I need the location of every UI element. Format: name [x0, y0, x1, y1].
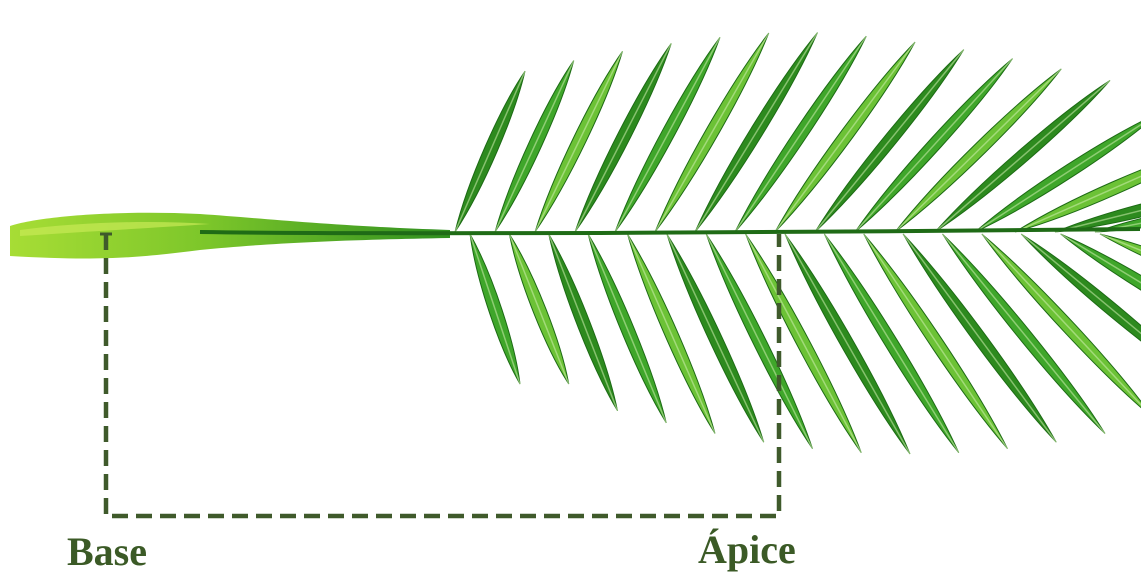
lower-leaflet-midrib: [667, 234, 764, 442]
lower-leaflet-midrib: [470, 234, 520, 384]
bracket-line: [106, 234, 779, 516]
lower-leaflet-midrib: [588, 234, 666, 423]
dashed-bracket: [100, 234, 779, 516]
leaflets: [455, 33, 1141, 454]
petiole: [10, 213, 450, 259]
lower-leaflet-midrib: [549, 234, 618, 411]
upper-leaflet-midrib: [575, 43, 671, 232]
upper-leaflet-midrib: [455, 71, 525, 232]
base-label: Base: [67, 532, 147, 572]
upper-leaflet-midrib: [535, 51, 623, 232]
apex-label: Ápice: [698, 530, 796, 570]
upper-leaflet-midrib: [495, 61, 574, 232]
lower-leaflet-midrib: [628, 234, 716, 433]
palm-frond-illustration: [10, 33, 1141, 454]
